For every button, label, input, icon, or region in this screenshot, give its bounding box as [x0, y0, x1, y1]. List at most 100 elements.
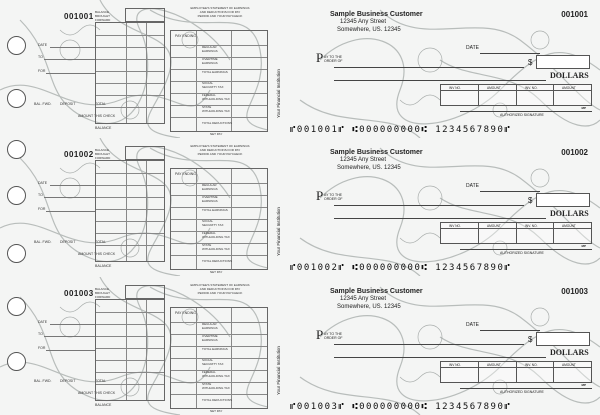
check-stub: 001001 BALANCE BROUGHT FORWARD DATE TO F… — [30, 0, 268, 138]
swirl-background — [0, 138, 600, 276]
invoice-header: INV. NO. — [525, 86, 538, 90]
pay-to-label: AY TO THE ORDER OF — [324, 193, 343, 201]
balance-label: BALANCE — [95, 264, 112, 268]
customer-name: Sample Business Customer — [330, 288, 423, 295]
binder-hole — [7, 244, 26, 263]
balance-label: BALANCE — [95, 126, 112, 130]
check-number: 001002 — [561, 148, 588, 157]
total-label: TOTAL — [95, 240, 106, 244]
date-line[interactable] — [480, 53, 540, 54]
to-line[interactable] — [44, 59, 95, 60]
business-check: 001002 BALANCE BROUGHT FORWARD DATE TO F… — [0, 138, 600, 276]
check-body: Sample Business Customer 12345 Any Stree… — [270, 277, 600, 415]
deposit-label: DEPOSIT — [60, 379, 76, 383]
amount-words-line[interactable] — [334, 357, 546, 358]
business-check: 001001 BALANCE BROUGHT FORWARD DATE TO F… — [0, 0, 600, 138]
dollars-label: DOLLARS — [550, 348, 589, 357]
date-line[interactable] — [50, 47, 95, 48]
date-line[interactable] — [50, 185, 95, 186]
dollar-sign: $ — [528, 335, 533, 344]
check-number: 001001 — [561, 10, 588, 19]
dollar-sign: $ — [528, 58, 533, 67]
net-pay-label: NET PAY — [210, 270, 223, 274]
regular-earnings-label: REGULAR EARNINGS — [202, 322, 218, 330]
signature-line[interactable] — [460, 388, 592, 389]
date-line[interactable] — [50, 324, 95, 325]
payroll-title: EMPLOYEE'S STATEMENT OF EARNINGS AND DED… — [190, 283, 250, 295]
stub-ledger-grid — [95, 22, 165, 124]
invoice-table: INV NO. AMOUNT INV. NO. AMOUNT — [440, 222, 592, 244]
bal-fwd-label: BAL. FWD. — [34, 102, 52, 106]
total-deductions-label: TOTAL DEDUCTIONS — [202, 398, 232, 402]
amount-box[interactable] — [536, 55, 590, 69]
for-label: FOR — [38, 69, 46, 73]
invoice-table: INV NO. AMOUNT INV. NO. AMOUNT — [440, 84, 592, 106]
deposit-label: DEPOSIT — [60, 240, 76, 244]
amount-box[interactable] — [536, 332, 590, 346]
stub-ledger-grid — [95, 299, 165, 401]
signature-line[interactable] — [460, 249, 592, 250]
dollar-sign: $ — [528, 196, 533, 205]
stub-ledger-grid — [95, 160, 165, 262]
date-line[interactable] — [480, 191, 540, 192]
check-body: Sample Business Customer 12345 Any Stree… — [270, 138, 600, 276]
check-number: 001003 — [561, 287, 588, 296]
state-withholding-label: STATE WITHHOLDING TAX — [202, 105, 230, 113]
balance-forward-box[interactable] — [125, 285, 165, 299]
amount-box[interactable] — [536, 193, 590, 207]
micr-line: ⑈001002⑈ ⑆000000000⑆ 1234567890⑈ — [290, 263, 512, 273]
stub-check-number: 001002 — [64, 150, 94, 159]
total-deductions-label: TOTAL DEDUCTIONS — [202, 121, 232, 125]
payee-line[interactable] — [334, 67, 524, 68]
for-label: FOR — [38, 346, 46, 350]
amount-words-line[interactable] — [334, 218, 546, 219]
pay-to-initial: P — [316, 50, 324, 65]
signature-line[interactable] — [460, 111, 592, 112]
amount-words-line[interactable] — [334, 80, 546, 81]
invoice-header: AMOUNT — [487, 86, 501, 90]
to-label: TO — [38, 193, 43, 197]
customer-address: 12345 Any Street — [340, 296, 387, 302]
micr-line: ⑈001001⑈ ⑆000000000⑆ 1234567890⑈ — [290, 125, 512, 135]
for-line[interactable] — [46, 73, 95, 74]
overtime-earnings-label: OVERTIME EARNINGS — [202, 334, 218, 342]
balance-forward-label: BALANCE BROUGHT FORWARD — [95, 287, 111, 299]
pay-ending-label: PAY ENDING — [175, 172, 197, 176]
for-line[interactable] — [46, 211, 95, 212]
invoice-header: AMOUNT — [562, 224, 576, 228]
to-line[interactable] — [44, 197, 95, 198]
customer-address: 12345 Any Street — [340, 19, 387, 25]
date-line[interactable] — [480, 330, 540, 331]
micr-line: ⑈001003⑈ ⑆000000000⑆ 1234567890⑈ — [290, 402, 512, 412]
balance-forward-label: BALANCE BROUGHT FORWARD — [95, 10, 111, 22]
bank-name: Your Financial Institution — [276, 346, 281, 395]
date-label: DATE — [38, 43, 48, 47]
pay-ending-label: PAY ENDING — [175, 34, 197, 38]
binder-hole — [7, 352, 26, 371]
to-line[interactable] — [44, 336, 95, 337]
payroll-title: EMPLOYEE'S STATEMENT OF EARNINGS AND DED… — [190, 144, 250, 156]
to-label: TO — [38, 332, 43, 336]
overtime-earnings-label: OVERTIME EARNINGS — [202, 195, 218, 203]
regular-earnings-label: REGULAR EARNINGS — [202, 183, 218, 191]
social-security-label: SOCIAL SECURITY TAX — [202, 81, 224, 89]
overtime-earnings-label: OVERTIME EARNINGS — [202, 57, 218, 65]
state-withholding-label: STATE WITHHOLDING TAX — [202, 243, 230, 251]
customer-city: Somewhere, US. 12345 — [337, 27, 401, 33]
payee-line[interactable] — [334, 205, 524, 206]
payee-line[interactable] — [334, 344, 524, 345]
invoice-table: INV NO. AMOUNT INV. NO. AMOUNT — [440, 361, 592, 383]
bal-fwd-label: BAL. FWD. — [34, 240, 52, 244]
customer-name: Sample Business Customer — [330, 149, 423, 156]
total-deductions-label: TOTAL DEDUCTIONS — [202, 259, 232, 263]
pay-to-label: AY TO THE ORDER OF — [324, 55, 343, 63]
binder-hole — [7, 36, 26, 55]
balance-forward-box[interactable] — [125, 8, 165, 22]
stub-check-number: 001001 — [64, 12, 94, 21]
balance-forward-box[interactable] — [125, 146, 165, 160]
date-label: DATE — [466, 45, 479, 51]
amount-this-check-label: AMOUNT THIS CHECK — [78, 114, 116, 118]
state-withholding-label: STATE WITHHOLDING TAX — [202, 382, 230, 390]
for-line[interactable] — [46, 350, 95, 351]
